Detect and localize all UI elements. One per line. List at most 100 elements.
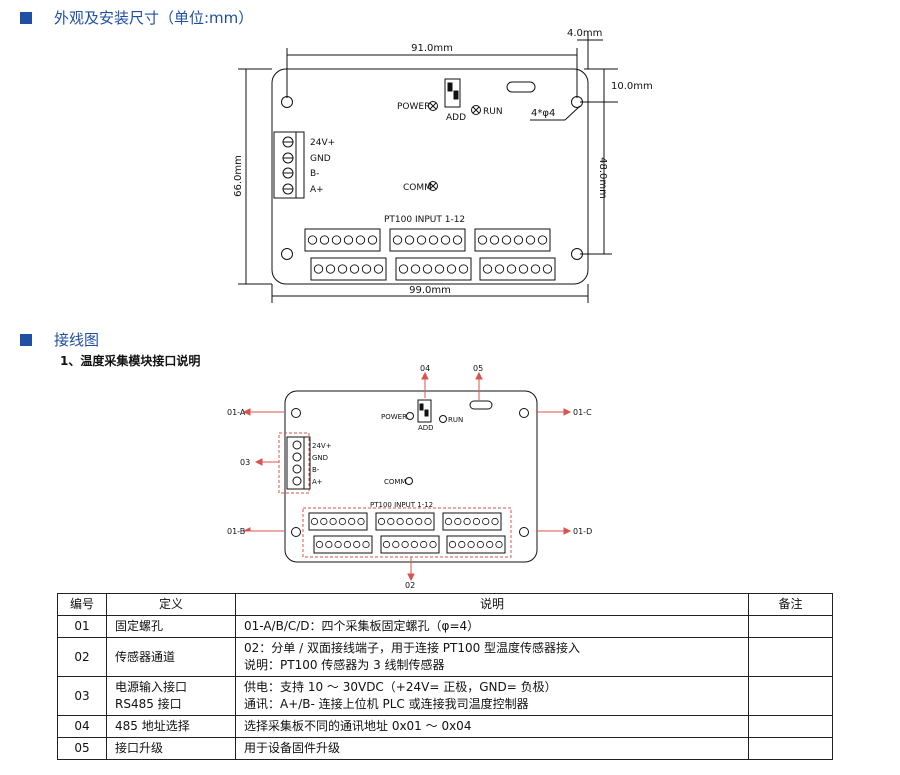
terminal-screw-icon <box>329 517 337 526</box>
run-led-icon <box>439 415 447 423</box>
row-description: 用于设备固件升级 <box>235 737 749 760</box>
sensor-terminal-block <box>395 257 472 281</box>
dim-right-label: 48.0mm <box>597 157 608 199</box>
callout-01b: 01-B <box>227 527 245 536</box>
table-row: 04 485 地址选择 选择采集板不同的通讯地址 0x01 ～ 0x04 <box>57 715 833 738</box>
terminal-screw-icon <box>334 540 342 549</box>
terminal-screw-icon <box>398 264 409 274</box>
dim-left-label: 66.0mm <box>233 155 244 197</box>
terminal-label-b: B- <box>310 169 319 179</box>
terminal-label-24v: 24V+ <box>312 442 332 450</box>
terminal-screw-icon <box>458 540 466 549</box>
terminal-screw-icon <box>434 264 445 274</box>
comm-led-icon <box>405 477 413 485</box>
definition-line: 485 地址选择 <box>115 719 190 733</box>
row-definition: 传感器通道 <box>106 637 236 677</box>
terminal-screw-icon <box>404 235 415 245</box>
hole-note-label: 4*φ4 <box>531 108 555 119</box>
description-line: 说明：PT100 传感器为 3 线制传感器 <box>244 658 445 672</box>
terminal-screw-icon <box>405 517 413 526</box>
sensor-terminal-block <box>479 257 556 281</box>
interface-spec-table: 编号 定义 说明 备注 01 固定螺孔 01-A/B/C/D：四个采集板固定螺孔… <box>57 593 833 760</box>
callout-01a: 01-A <box>227 408 246 417</box>
terminal-screw-icon <box>444 517 453 526</box>
terminal-screw-icon <box>494 264 505 274</box>
terminal-screw-icon <box>343 540 351 549</box>
terminal-screw-icon <box>382 540 391 549</box>
dim-top-label: 91.0mm <box>411 43 453 54</box>
terminal-screw-icon <box>467 540 475 549</box>
description-line: 用于设备固件升级 <box>244 741 341 755</box>
terminal-label-a: A+ <box>312 478 323 486</box>
definition-line: RS485 接口 <box>115 697 182 711</box>
terminal-screw-icon <box>424 517 432 526</box>
mount-hole <box>291 408 301 418</box>
section-title: 外观及安装尺寸（单位:mm） <box>54 9 254 27</box>
terminal-screw-icon <box>320 517 328 526</box>
power-terminal-block <box>273 131 305 199</box>
sensor-terminal-block <box>446 535 506 554</box>
header-cell: 定义 <box>106 593 236 616</box>
terminal-screw-icon <box>307 235 318 245</box>
definition-line: 固定螺孔 <box>115 619 164 633</box>
terminal-screw-icon <box>396 517 404 526</box>
row-description: 02：分单 / 双面接线端子，用于连接 PT100 型温度传感器接入 说明：PT… <box>235 637 749 677</box>
terminal-screw-icon <box>472 517 480 526</box>
row-definition: 电源输入接口 RS485 接口 <box>106 676 236 716</box>
sensor-terminal-block <box>442 512 502 531</box>
terminal-screw-icon <box>452 235 463 245</box>
terminal-screw-icon <box>501 235 512 245</box>
terminal-screw-icon <box>482 264 493 274</box>
add-label: ADD <box>446 113 466 123</box>
pt100-label: PT100 INPUT 1-12 <box>370 501 433 509</box>
description-line: 01-A/B/C/D：四个采集板固定螺孔（φ=4） <box>244 619 480 633</box>
header-cell: 说明 <box>235 593 749 616</box>
table-row: 01 固定螺孔 01-A/B/C/D：四个采集板固定螺孔（φ=4） <box>57 615 833 638</box>
power-led-icon <box>428 101 438 111</box>
comm-label: COMM <box>403 183 432 193</box>
terminal-screw-icon <box>530 264 541 274</box>
power-label: POWER <box>381 413 407 421</box>
description-line: 选择采集板不同的通讯地址 0x01 ～ 0x04 <box>244 719 472 733</box>
terminal-screw-icon <box>482 517 490 526</box>
sensor-terminal-block <box>389 228 466 252</box>
dip-switch <box>444 78 461 108</box>
comm-label: COMM <box>384 478 406 486</box>
callout-01c: 01-C <box>573 408 592 417</box>
sensor-terminal-block <box>308 512 368 531</box>
section-bullet-icon <box>20 333 32 346</box>
dimension-drawing: 91.0mm 99.0mm 66.0mm 48.0mm 4.0mm 10.0mm… <box>233 28 653 303</box>
section-heading-wiring: 接线图 <box>20 329 99 350</box>
sensor-terminal-block <box>380 535 440 554</box>
terminal-screw-icon <box>357 517 365 526</box>
run-label: RUN <box>448 416 463 424</box>
sensor-terminal-block <box>474 228 551 252</box>
row-id: 04 <box>57 715 107 738</box>
terminal-screw-icon <box>367 235 378 245</box>
callout-01d: 01-D <box>573 527 592 536</box>
mount-hole <box>519 527 529 537</box>
dim-offset-x-label: 4.0mm <box>567 28 602 39</box>
terminal-screw-icon <box>525 235 536 245</box>
terminal-screw-icon <box>410 540 418 549</box>
terminal-screw-icon <box>495 540 503 549</box>
row-id: 05 <box>57 737 107 760</box>
section-bullet-icon <box>20 11 32 24</box>
sensor-terminal-block <box>375 512 435 531</box>
terminal-screw-icon <box>353 540 361 549</box>
row-definition: 接口升级 <box>106 737 236 760</box>
terminal-screw-icon <box>331 235 342 245</box>
description-line: 02：分单 / 双面接线端子，用于连接 PT100 型温度传感器接入 <box>244 641 581 655</box>
run-label: RUN <box>483 107 503 117</box>
terminal-screw-icon <box>463 517 471 526</box>
terminal-screw-icon <box>476 540 484 549</box>
terminal-label-gnd: GND <box>310 154 331 164</box>
sensor-terminal-block <box>313 535 373 554</box>
terminal-screw-icon <box>446 264 457 274</box>
terminal-screw-icon <box>415 517 423 526</box>
section-title: 接线图 <box>54 331 100 349</box>
board-outline <box>271 68 589 285</box>
usb-port <box>469 400 493 410</box>
terminal-screw-icon <box>361 264 372 274</box>
terminal-screw-icon <box>315 540 324 549</box>
